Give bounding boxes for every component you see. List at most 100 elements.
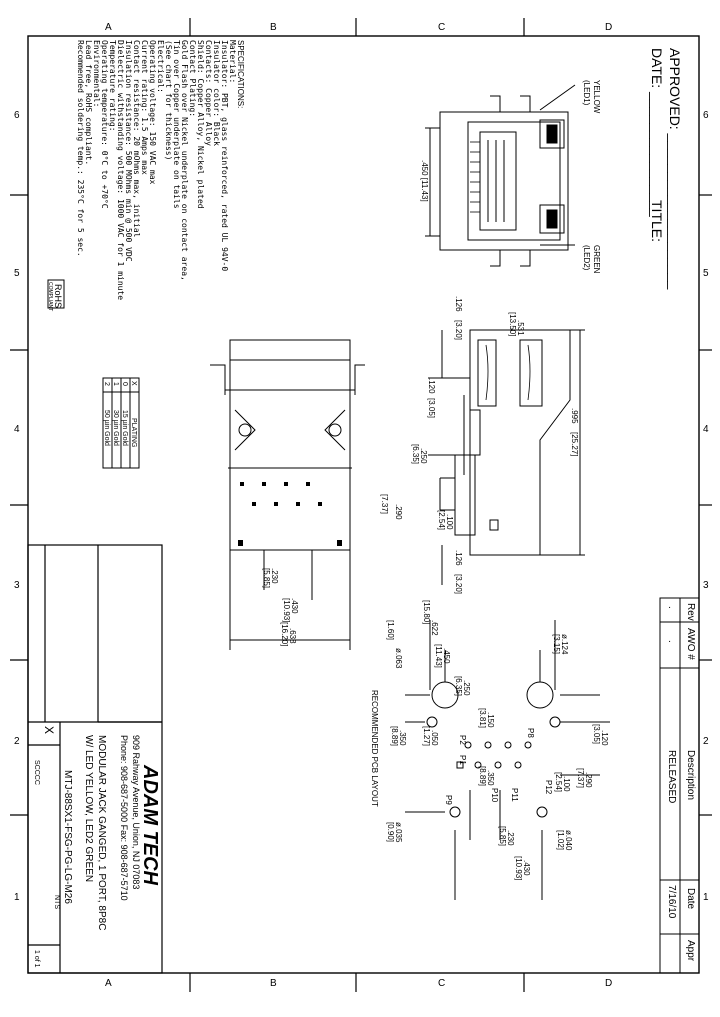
pcb-dim-305: [3.05]	[592, 724, 601, 745]
pcb-dim-350b: .350	[486, 770, 495, 786]
pcb-dim-1143: [11.43]	[434, 644, 443, 668]
company-name: ADAM TECH	[139, 765, 161, 885]
dwg-code: SCCCC	[33, 760, 40, 785]
plating-row-value: 30 µin Gold	[112, 410, 119, 446]
spec-line: Tin over Copper underplate on tails	[172, 40, 181, 209]
plating-header-x: X	[130, 381, 137, 386]
rev-cell-desc: RELEASED	[666, 750, 677, 804]
pcb-dim-315: [3.15]	[552, 634, 561, 655]
led2-label: (LED2)	[582, 245, 591, 271]
date-label: DATE: ________________	[649, 48, 665, 217]
pcb-dim-090: [0.90]	[386, 822, 395, 843]
pcb-dim-290: .290	[584, 772, 593, 788]
spec-line: Recommended soldering temp.: 235°C for 5…	[76, 40, 85, 257]
pcb-dim-100: .100	[562, 776, 571, 792]
spec-line: Electrical:	[156, 40, 165, 93]
pcb-dim-450: .450	[442, 648, 451, 664]
pcb-dim-160: [1.60]	[386, 620, 395, 641]
plating-row-x: 2	[103, 382, 110, 386]
spec-line: Material:	[228, 40, 237, 84]
plating-row-value: 15 µin Gold	[121, 410, 128, 446]
sheet-number: 1 of 1	[33, 950, 40, 968]
pcb-dim-127: [1.27]	[422, 726, 431, 747]
pcb-dim-050: .050	[430, 730, 439, 746]
spec-line: Contacts: Copper Alloy	[204, 40, 213, 146]
spec-line: Contact resistance: 20 mOhms max, initia…	[132, 40, 141, 238]
dim-290: .290	[394, 504, 403, 520]
spec-line: Temperature rating:	[108, 40, 117, 132]
pcb-dim-102: [1.02]	[556, 830, 565, 851]
zone-bottom-d: D	[605, 978, 613, 989]
spec-line: Insulation resistance: 500 MOhms min @ 5…	[124, 40, 133, 262]
dim-737: [7.37]	[380, 494, 389, 515]
rev-cell-date: 7/16/10	[666, 885, 677, 919]
dim-126b: .126	[454, 550, 463, 566]
plating-row-x: 1	[112, 382, 119, 386]
dim-320b: [3.20]	[454, 574, 463, 595]
zone-left-2: 2	[14, 736, 20, 747]
led-green-label: GREEN	[592, 245, 601, 274]
pcb-dim-124: ø.124	[560, 634, 569, 655]
spec-line: Lead free, RoHS compliant.	[84, 40, 93, 166]
dim-250: .250	[419, 448, 428, 464]
company-address: 909 Rahway Avenue, Union, NJ 07083	[131, 735, 141, 890]
spec-line: Gold Flash over Nickel underplate on con…	[180, 40, 189, 281]
rohs-logo-subtext: COMPLIANT	[47, 282, 53, 312]
pin-p9-label: P9	[444, 795, 453, 805]
title-label: TITLE:	[649, 200, 665, 243]
pcb-dim-063: ø.063	[394, 648, 403, 669]
zone-bottom-c: C	[438, 978, 446, 989]
pcb-dim-1093: [10.93]	[514, 856, 523, 881]
pcb-dim-622: .622	[430, 620, 439, 636]
dim-320a: [3.20]	[454, 320, 463, 341]
dim-531: .531	[516, 320, 525, 336]
dim-1620: [16.20]	[280, 622, 289, 647]
zone-top-d: D	[605, 22, 613, 33]
zone-bottom-b: B	[270, 978, 277, 989]
dim-635: [6.35]	[411, 444, 420, 465]
pin-p2-label: P2	[458, 735, 467, 745]
plating-variable: X	[42, 726, 56, 735]
part-number: MTJ-88SX1-FSG-PG-LG-M26	[62, 770, 73, 904]
dim-100: .100	[445, 514, 454, 530]
rev-header-appr: Appr	[685, 940, 696, 962]
zone-bottom-a: A	[105, 978, 112, 989]
dim-2527: [25.27]	[570, 432, 579, 457]
pcb-layout	[405, 620, 610, 900]
pcb-dim-040: ø.040	[564, 830, 573, 851]
dim-305: [3.05]	[427, 398, 436, 419]
pin-p12-label: P12	[544, 780, 553, 795]
pcb-dim-889: [8.89]	[390, 726, 399, 747]
rev-cell-rev: .	[666, 606, 677, 609]
spec-line: Operating voltage: 150 VAC max	[148, 40, 157, 185]
dim-120: .120	[427, 378, 436, 394]
dim-450: .450 [11.43]	[420, 160, 429, 202]
spec-heading: SPECIFICATIONS:	[236, 40, 245, 109]
scale-value: NTS	[53, 895, 60, 909]
zone-right-4: 4	[703, 424, 709, 435]
pcb-dim-254: [2.54]	[554, 772, 563, 793]
pcb-dim-150: .150	[486, 712, 495, 728]
dim-126a: .126	[454, 296, 463, 312]
dim-638: .638	[288, 628, 297, 644]
zone-ticks	[10, 18, 712, 992]
rev-header-awo: AWO #	[685, 628, 696, 660]
pcb-dim-737: [7.37]	[576, 768, 585, 789]
drawing-description-1: MODULAR JACK GANGED, 1 PORT, 8P8C	[96, 735, 107, 931]
spec-line: Insulator color: Black	[212, 40, 221, 146]
side-view	[428, 329, 585, 585]
spec-line: Operating temperature: 0°C to +70°C	[100, 40, 109, 209]
plating-row-value: 50 µin Gold	[103, 410, 110, 446]
spec-line: (See chart for thickness)	[164, 40, 173, 161]
dim-995: .995	[570, 408, 579, 424]
pcb-dim-035: ø.035	[394, 822, 403, 843]
drawing-description-2: W/ LED YELLOW, LED2 GREEN	[83, 735, 94, 883]
zone-right-6: 6	[703, 110, 709, 121]
zone-top-a: A	[105, 22, 112, 33]
dim-585: [5.85]	[262, 568, 271, 589]
zone-left-5: 5	[14, 268, 20, 279]
spec-line: Dielectric withstanding voltage: 1000 VA…	[116, 40, 125, 301]
dim-254: [2.54]	[437, 510, 446, 531]
dim-1093: [10.93]	[282, 598, 291, 623]
